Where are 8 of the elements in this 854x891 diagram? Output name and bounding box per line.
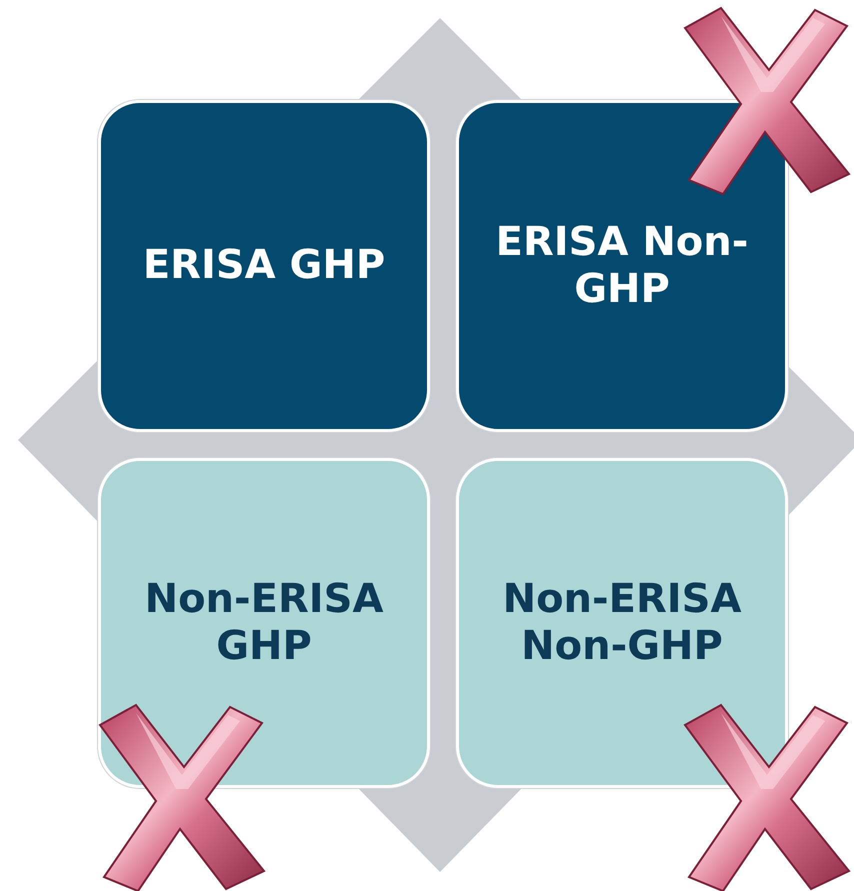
quadrant-label: Non-ERISA GHP xyxy=(144,576,384,670)
quadrant-box xyxy=(98,100,430,432)
quadrant-label: ERISA GHP xyxy=(142,242,386,290)
quadrant-box xyxy=(456,458,788,788)
quadrant-label: Non-ERISA Non-GHP xyxy=(502,576,742,670)
quadrant-box xyxy=(456,100,788,432)
quadrant-label: ERISA Non-GHP xyxy=(494,218,750,314)
quadrant-box xyxy=(98,458,430,788)
